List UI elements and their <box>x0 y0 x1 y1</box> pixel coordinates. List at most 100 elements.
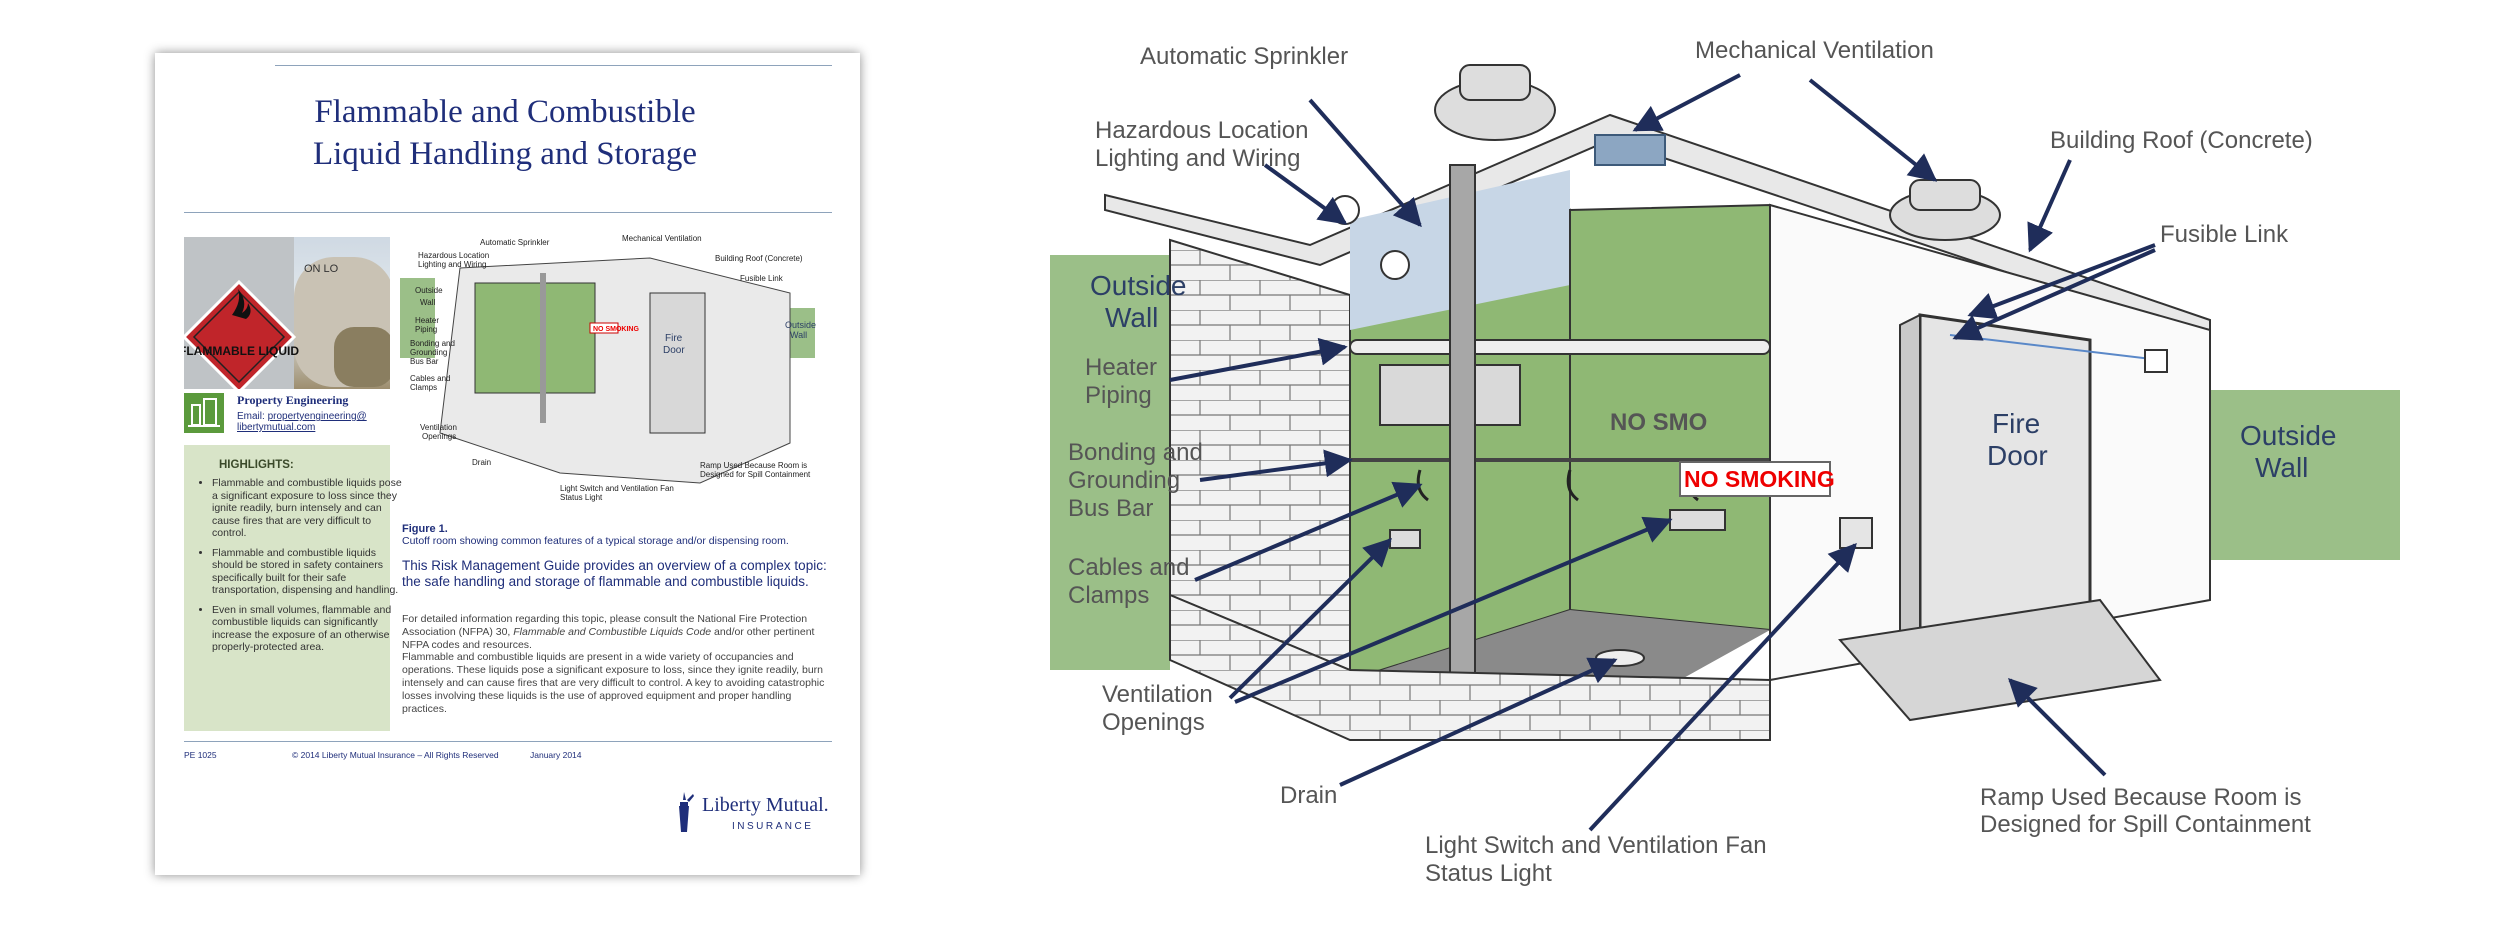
label-cables-2: Clamps <box>1068 582 1149 609</box>
email-label: Email: <box>237 411 265 422</box>
footer-code: PE 1025 <box>184 750 217 760</box>
heater-piping <box>1349 339 1771 355</box>
vent-opening-right <box>1669 509 1726 531</box>
title-line-2: Liquid Handling and Storage <box>312 136 697 172</box>
callout-arrows <box>1169 73 2156 832</box>
thumb-label-mech-vent: Mechanical Ventilation <box>622 234 702 243</box>
thumb-label-outside-left-2: Wall <box>420 298 435 307</box>
body-paragraph-2: Flammable and combustible liquids are pr… <box>402 651 825 715</box>
label-bonding-2: Grounding <box>1068 467 1180 494</box>
spill-ramp <box>1838 598 2162 722</box>
small-figure-thumbnail: Automatic Sprinkler Mechanical Ventilati… <box>400 234 816 502</box>
figure-label: Figure 1. <box>402 523 448 535</box>
outside-wall-right <box>2200 390 2400 560</box>
highlight-item: Even in small volumes, flammable and com… <box>212 604 402 654</box>
liberty-mutual-logo: Liberty Mutual. INSURANCE <box>670 788 850 848</box>
outside-wall-left <box>1050 255 1170 670</box>
thumb-label-heater-2: Piping <box>415 325 437 334</box>
label-drain: Drain <box>1280 782 1337 809</box>
building-icon <box>184 393 224 433</box>
highlights-title: HIGHLIGHTS: <box>219 459 294 471</box>
label-hazardous-1: Hazardous Location <box>1095 117 1308 144</box>
label-ramp-1: Ramp Used Because Room is <box>1980 784 2301 811</box>
thumb-label-ramp-2: Designed for Spill Containment <box>700 470 811 479</box>
document-title: Flammable and Combustible Liquid Handlin… <box>225 91 785 175</box>
statue-icon <box>679 792 694 832</box>
thumb-label-vent-2: Openings <box>422 432 456 441</box>
thumb-label-vent-1: Ventilation <box>420 423 457 432</box>
top-rule <box>275 65 832 66</box>
logo-insurance: INSURANCE <box>732 821 814 832</box>
light-switch <box>1839 517 1873 549</box>
label-fire-door-2: Door <box>1987 440 2048 471</box>
fusible-link-device <box>2144 349 2168 373</box>
label-ventilation-2: Openings <box>1102 709 1205 736</box>
thumb-label-drain: Drain <box>472 458 491 467</box>
label-ramp-2: Designed for Spill Containment <box>1980 811 2311 838</box>
thumb-label-switch-1: Light Switch and Ventilation Fan <box>560 484 674 493</box>
label-fusible-link: Fusible Link <box>2160 221 2289 248</box>
label-building-roof: Building Roof (Concrete) <box>2050 127 2313 154</box>
thumb-label-outside-left-1: Outside <box>415 286 443 295</box>
thumb-outside-right-2: Wall <box>790 330 807 340</box>
sign-top-text: ON LO <box>304 263 339 275</box>
label-light-switch-1: Light Switch and Ventilation Fan <box>1425 832 1767 859</box>
label-cables-1: Cables and <box>1068 554 1189 581</box>
title-rule <box>184 212 832 213</box>
highlights-panel: HIGHLIGHTS: Flammable and combustible li… <box>184 445 402 731</box>
vent-opening-left <box>1389 529 1421 549</box>
thumb-label-heater-1: Heater <box>415 316 439 325</box>
thumb-fire-2: Door <box>663 345 685 356</box>
footer-copyright: © 2014 Liberty Mutual Insurance – All Ri… <box>292 750 499 760</box>
thumb-fire-1: Fire <box>665 333 683 344</box>
label-fire-door-1: Fire <box>1992 408 2040 439</box>
highlights-list: Flammable and combustible liquids pose a… <box>192 477 402 661</box>
thumb-label-cables-1: Cables and <box>410 374 450 383</box>
figure-caption-text: Cutoff room showing common features of a… <box>402 535 789 547</box>
label-ventilation-1: Ventilation <box>1102 681 1213 708</box>
property-engineering-title: Property Engineering <box>237 393 349 407</box>
thumb-outside-right-1: Outside <box>785 320 816 330</box>
label-light-switch-2: Status Light <box>1425 860 1552 887</box>
thumb-label-bonding-1: Bonding and <box>410 339 455 348</box>
outside-wall-left-thumb <box>400 278 435 358</box>
thumb-label-bonding-2: Grounding <box>410 348 447 357</box>
sign-text: FLAMMABLE LIQUID <box>184 344 299 358</box>
document-page: Flammable and Combustible Liquid Handlin… <box>155 53 860 875</box>
thumb-label-cables-2: Clamps <box>410 383 437 392</box>
label-bonding-3: Bus Bar <box>1068 495 1153 522</box>
figure-caption: Figure 1. Cutoff room showing common fea… <box>402 523 832 547</box>
label-outside-wall-right-1: Outside <box>2240 420 2337 451</box>
no-smoking-text: NO SMOKING <box>1684 466 1835 492</box>
lead-paragraph: This Risk Management Guide provides an o… <box>402 558 827 589</box>
logo-wordmark: Liberty Mutual. <box>702 794 829 816</box>
label-outside-wall-left-1: Outside <box>1090 270 1187 301</box>
hazardous-light <box>1380 250 1410 280</box>
body1-italic: Flammable and Combustible Liquids Code <box>513 626 712 638</box>
body1-text-a: For detailed information regarding this … <box>402 613 808 638</box>
cutoff-room-figure: NO SMO NO SMOKING Automatic Sprinkler Me… <box>1050 40 2400 887</box>
label-heater-2: Piping <box>1085 382 1152 409</box>
label-mechanical-ventilation: Mechanical Ventilation <box>1695 40 1934 64</box>
label-heater-1: Heater <box>1085 354 1157 381</box>
thumb-label-hazardous-2: Lighting and Wiring <box>418 260 486 269</box>
label-outside-wall-right-2: Wall <box>2255 452 2308 483</box>
thumb-label-ramp-1: Ramp Used Because Room is <box>700 461 807 470</box>
no-smoking-small: NO SMO <box>1610 409 1707 436</box>
thumb-label-roof: Building Roof (Concrete) <box>715 254 803 263</box>
highlight-item: Flammable and combustible liquids pose a… <box>212 477 402 540</box>
thumb-label-sprinkler: Automatic Sprinkler <box>480 238 550 247</box>
thumb-label-switch-2: Status Light <box>560 493 603 502</box>
highlight-item: Flammable and combustible liquids should… <box>212 547 402 597</box>
sprinkler-head <box>1330 195 1360 225</box>
email-link-line2[interactable]: libertymutual.com <box>237 422 316 433</box>
property-engineering-email: Email: propertyengineering@ libertymutua… <box>237 411 367 433</box>
label-automatic-sprinkler: Automatic Sprinkler <box>1140 43 1348 70</box>
thumb-label-fusible: Fusible Link <box>740 274 784 283</box>
mechanical-vent-duct <box>1594 134 1666 166</box>
flammable-tank-photo: ON LO FLAMMABLE LIQUID <box>184 237 390 389</box>
email-link-line1[interactable]: propertyengineering@ <box>267 411 367 422</box>
title-line-1: Flammable and Combustible <box>314 94 696 130</box>
property-engineering-block: Property Engineering Email: propertyengi… <box>184 389 390 445</box>
thumb-no-smoking: NO SMOKING <box>593 326 639 333</box>
